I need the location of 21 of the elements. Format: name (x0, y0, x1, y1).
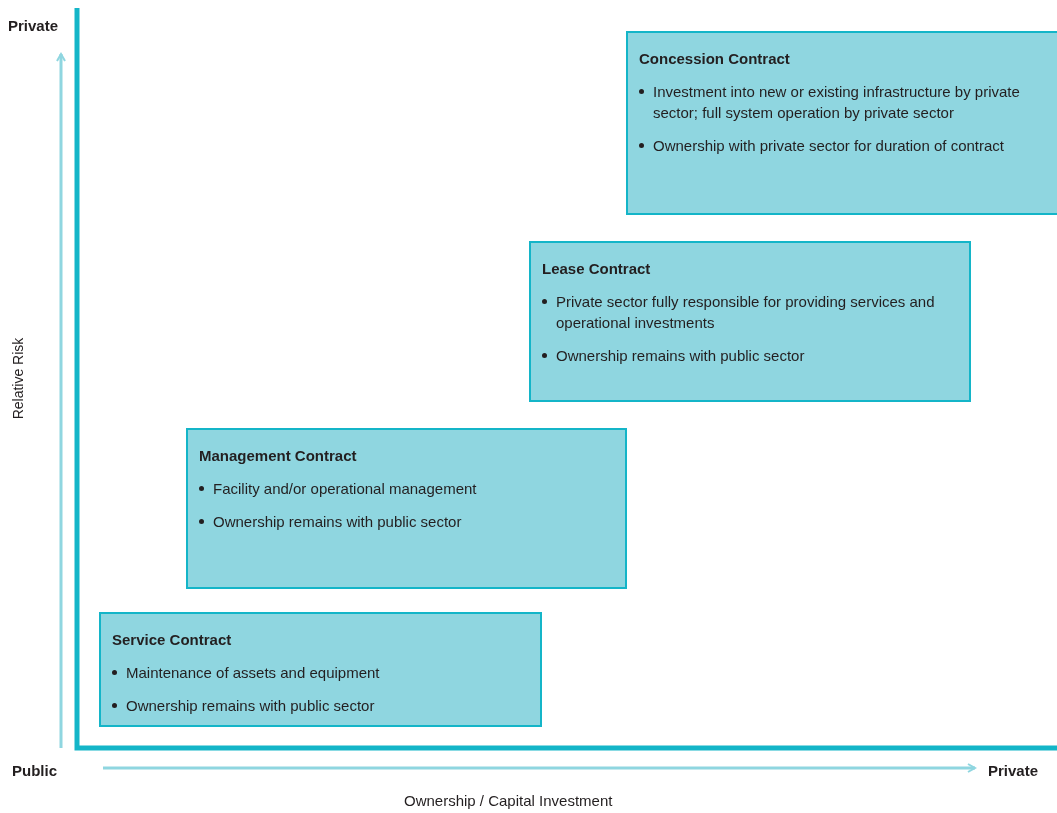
box-heading: Service Contract (112, 630, 233, 650)
contract-box (626, 31, 1057, 215)
contract-box (529, 241, 971, 402)
bullet-text: Ownership with private sector for duration of contract (653, 136, 1004, 156)
contract-box (186, 428, 627, 589)
box-heading: Concession Contract (639, 49, 791, 69)
bullet-text: Investment into new or existing infrastructure by private sector; full system operation by private sector (653, 82, 1021, 123)
bullet-text: Ownership remains with public sector (213, 512, 462, 532)
axis-label: Ownership / Capital Investment (404, 791, 613, 811)
bullet-text: Private sector fully responsible for providing services and operational investments (556, 292, 936, 333)
contract-box (99, 612, 542, 727)
axis-label: Private (988, 761, 1039, 781)
box-heading: Management Contract (199, 446, 358, 466)
box-heading: Lease Contract (542, 259, 652, 279)
bullet-text: Ownership remains with public sector (126, 696, 375, 716)
bullet-text: Ownership remains with public sector (556, 346, 805, 366)
bullet-text: Facility and/or operational management (213, 479, 477, 499)
bullet-text: Maintenance of assets and equipment (126, 663, 380, 683)
axis-label: Relative Risk (9, 337, 28, 420)
axis-label: Private (8, 16, 59, 36)
axis-label: Public (12, 761, 57, 781)
